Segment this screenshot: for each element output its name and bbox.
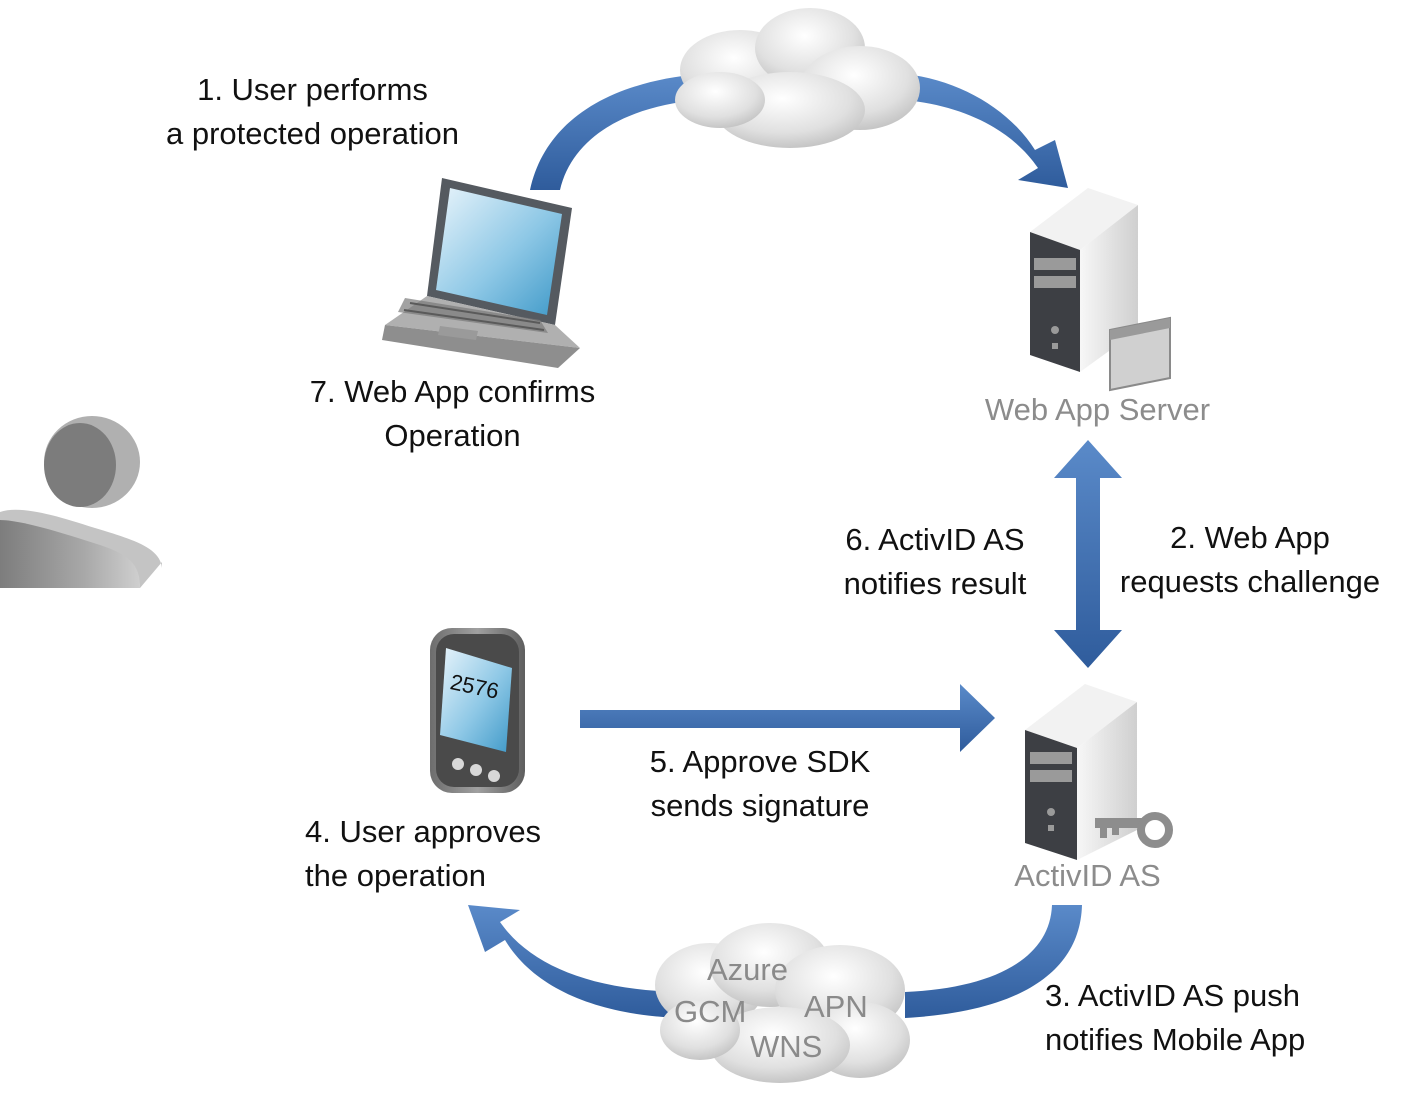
step-7-line2: Operation [384, 418, 521, 453]
step-3-label: 3. ActivID AS push notifies Mobile App [1045, 974, 1365, 1062]
arrow-bottom-curve [468, 905, 1082, 1018]
step-4-line1: 4. User approves [305, 814, 542, 849]
step-5-label: 5. Approve SDK sends signature [630, 740, 890, 828]
step-2-line2: requests challenge [1119, 564, 1381, 599]
step-6-line1: 6. ActivID AS [845, 522, 1025, 557]
step-6-label: 6. ActivID AS notifies result [820, 518, 1050, 606]
laptop-icon [382, 178, 580, 368]
step-2-label: 2. Web App requests challenge [1100, 516, 1400, 604]
push-service-wns: WNS [750, 1029, 823, 1064]
arrow-vertical-double [1054, 440, 1122, 668]
server-with-key-icon [1025, 684, 1173, 860]
user-silhouette-icon [0, 416, 162, 588]
step-2-line1: 2. Web App [1170, 520, 1330, 555]
mobile-phone-icon [430, 628, 525, 793]
step-3-line2: notifies Mobile App [1045, 1022, 1306, 1057]
step-1-line1: 1. User performs [197, 72, 428, 107]
step-7-line1: 7. Web App confirms [309, 374, 596, 409]
step-1-label: 1. User performs a protected operation [140, 68, 485, 156]
push-service-azure: Azure [707, 952, 788, 987]
step-3-line1: 3. ActivID AS push [1045, 978, 1301, 1013]
push-service-gcm: GCM [674, 994, 747, 1029]
cloud-icon [675, 8, 920, 148]
step-6-line2: notifies result [843, 566, 1027, 601]
activid-as-label: ActivID AS [1014, 858, 1161, 893]
server-icon [1030, 188, 1171, 392]
cloud-icon [655, 923, 910, 1083]
web-app-server-label: Web App Server [984, 392, 1211, 427]
push-service-apn: APN [804, 989, 868, 1024]
step-5-line2: sends signature [650, 788, 870, 823]
step-1-line2: a protected operation [166, 116, 459, 151]
step-4-line2: the operation [305, 858, 486, 893]
step-7-label: 7. Web App confirms Operation [285, 370, 620, 458]
step-4-label: 4. User approves the operation [305, 810, 575, 898]
arrow-top-curve [530, 74, 1068, 190]
arrow-horizontal [580, 684, 995, 752]
step-5-line1: 5. Approve SDK [649, 744, 871, 779]
